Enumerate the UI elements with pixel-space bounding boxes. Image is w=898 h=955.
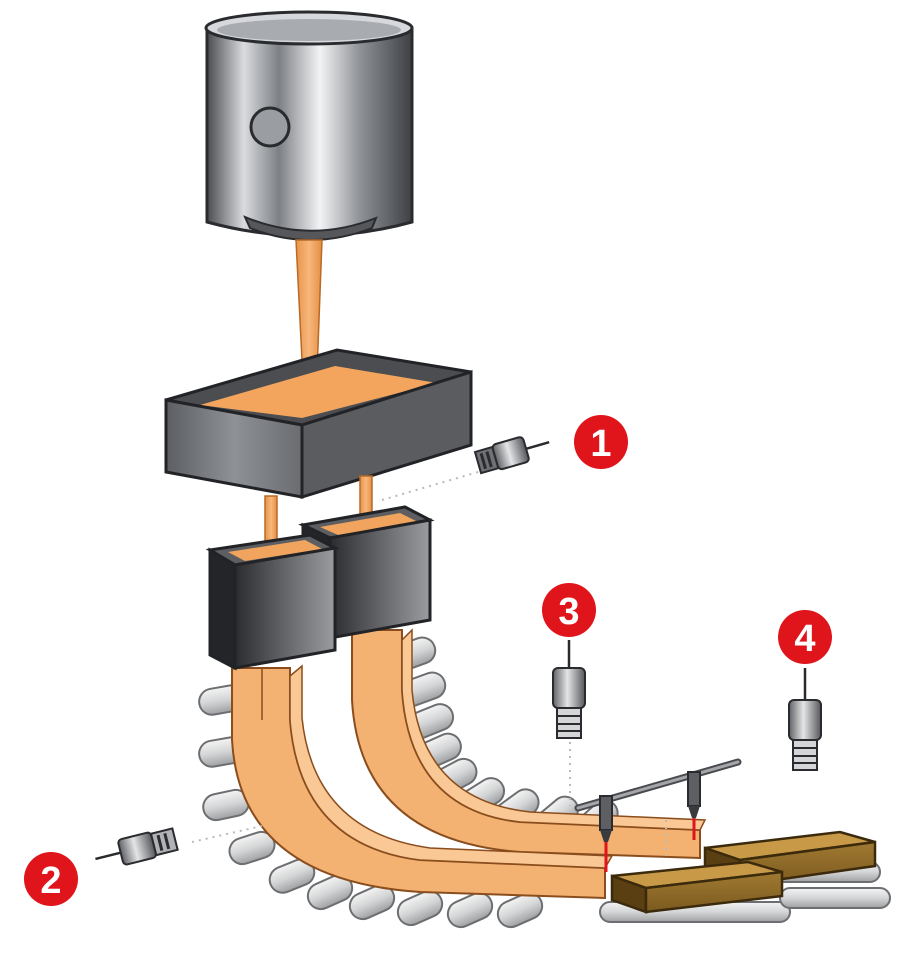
- roller-icon: [198, 684, 544, 929]
- marker-1-label: 1: [590, 423, 611, 465]
- marker-3: 3: [542, 583, 596, 637]
- sensor-icon: [473, 436, 550, 475]
- marker-2-label: 2: [40, 860, 61, 902]
- marker-4: 4: [778, 610, 832, 664]
- roller: [306, 873, 354, 911]
- roller: [446, 891, 494, 929]
- tundish-icon: [164, 348, 473, 500]
- roller: [348, 883, 396, 921]
- slab-icon: [610, 860, 784, 914]
- marker-3-label: 3: [558, 591, 579, 633]
- ladle-icon: [204, 10, 414, 241]
- measurement-lines: [191, 471, 667, 856]
- sensor-icon: [788, 668, 822, 771]
- roller: [496, 891, 544, 929]
- roller: [396, 889, 444, 927]
- strand-icon: [351, 628, 707, 860]
- marker-1: 1: [574, 415, 628, 469]
- torch-cutter-icon: [574, 758, 742, 872]
- sensor-icon: [95, 827, 179, 866]
- marker-4-label: 4: [794, 618, 815, 660]
- strand-icon: [231, 664, 614, 900]
- mold-icon: [205, 533, 340, 671]
- sensor-icon: [552, 640, 586, 739]
- marker-2: 2: [24, 852, 78, 906]
